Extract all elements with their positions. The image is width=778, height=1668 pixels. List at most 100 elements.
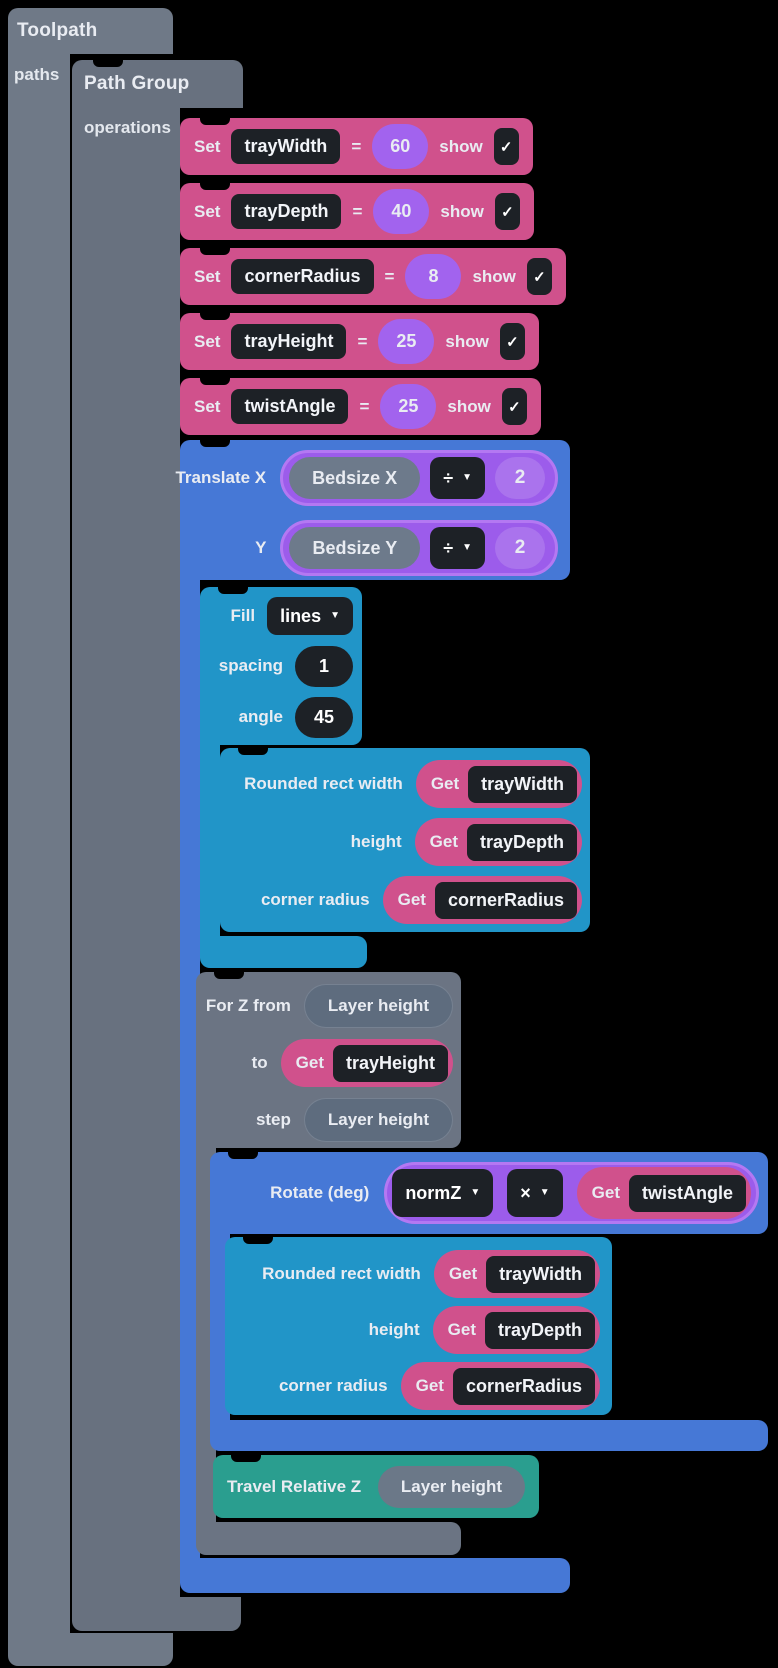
value-field[interactable]: 25: [378, 319, 435, 364]
value-field[interactable]: 60: [372, 124, 429, 169]
show-label: show: [445, 331, 489, 351]
operator-symbol: ÷: [443, 467, 454, 488]
set-block-trayheight[interactable]: Set trayHeight = 25 show ✓: [180, 313, 539, 370]
operator-dropdown[interactable]: ÷ ▼: [430, 527, 485, 569]
layer-height-block[interactable]: Layer height: [303, 984, 453, 1028]
expression-block[interactable]: Bedsize Y ÷ ▼ 2: [280, 520, 558, 576]
show-label: show: [440, 201, 484, 221]
get-variable-block[interactable]: Get trayDepth: [414, 818, 582, 866]
get-variable-block[interactable]: Get trayDepth: [432, 1306, 600, 1354]
show-checkbox[interactable]: ✓: [493, 128, 519, 165]
variable-name-field[interactable]: cornerRadius: [452, 1367, 595, 1405]
for-z-block-header[interactable]: For Z from Layer height to Get trayHeigh…: [196, 972, 461, 1148]
fill-mode-dropdown[interactable]: lines ▼: [267, 597, 353, 635]
toolpath-title: Toolpath: [17, 20, 98, 41]
show-checkbox[interactable]: ✓: [501, 388, 527, 425]
toolpath-paths-label: paths: [14, 65, 60, 84]
variable-name-field[interactable]: trayHeight: [231, 324, 347, 359]
set-keyword: Set: [194, 266, 221, 286]
fill-bottom-arm: [200, 936, 367, 968]
value-field[interactable]: 8: [405, 254, 462, 299]
value-field[interactable]: 2: [495, 527, 545, 569]
translate-bottom-arm: [180, 1558, 570, 1593]
bedsize-y-block[interactable]: Bedsize Y: [289, 527, 421, 569]
show-label: show: [472, 266, 516, 286]
layer-height-block[interactable]: Layer height: [303, 1098, 453, 1142]
travel-relative-z-block[interactable]: Travel Relative Z Layer height: [213, 1455, 539, 1518]
get-variable-block[interactable]: Get trayHeight: [280, 1039, 453, 1087]
operand-value: normZ: [405, 1182, 462, 1203]
bedsize-x-block[interactable]: Bedsize X: [289, 457, 421, 499]
spacing-field[interactable]: 1: [295, 645, 353, 687]
set-block-traywidth[interactable]: Set trayWidth = 60 show ✓: [180, 118, 533, 175]
value-field[interactable]: 2: [495, 457, 545, 499]
spacing-label: spacing: [218, 656, 283, 675]
rounded-rect-block-1[interactable]: Rounded rect width Get trayWidth height …: [220, 748, 590, 932]
get-variable-block[interactable]: Get twistAngle: [576, 1167, 751, 1219]
equals-sign: =: [357, 331, 368, 351]
equals-sign: =: [359, 396, 370, 416]
value-field[interactable]: 25: [380, 384, 437, 429]
connector-notch: [200, 117, 230, 125]
variable-name-field[interactable]: trayHeight: [332, 1044, 448, 1082]
variable-name-field[interactable]: cornerRadius: [434, 881, 577, 919]
equals-sign: =: [352, 201, 363, 221]
corner-radius-label: corner radius: [278, 1376, 388, 1395]
variable-name-field[interactable]: trayWidth: [486, 1255, 595, 1293]
rotate-block-header[interactable]: Rotate (deg) normZ ▼ × ▼ Get twistAngle: [210, 1152, 768, 1234]
set-block-twistangle[interactable]: Set twistAngle = 25 show ✓: [180, 378, 541, 435]
connector-notch: [200, 439, 230, 447]
connector-notch: [200, 182, 230, 190]
expression-block[interactable]: normZ ▼ × ▼ Get twistAngle: [384, 1162, 759, 1224]
show-checkbox[interactable]: ✓: [526, 258, 552, 295]
connector-notch: [200, 247, 230, 255]
width-label: Rounded rect width: [262, 1264, 421, 1283]
show-checkbox[interactable]: ✓: [494, 193, 520, 230]
get-variable-block[interactable]: Get trayWidth: [415, 760, 582, 808]
operand-dropdown[interactable]: normZ ▼: [392, 1169, 494, 1217]
variable-name-field[interactable]: trayDepth: [231, 194, 342, 229]
get-variable-block[interactable]: Get cornerRadius: [400, 1362, 600, 1410]
get-keyword: Get: [430, 774, 460, 793]
toolpath-block-header[interactable]: Toolpath: [8, 8, 173, 54]
connector-notch: [200, 377, 230, 385]
rounded-rect-block-2[interactable]: Rounded rect width Get trayWidth height …: [225, 1237, 612, 1415]
variable-name-field[interactable]: trayDepth: [466, 823, 577, 861]
set-block-traydepth[interactable]: Set trayDepth = 40 show ✓: [180, 183, 534, 240]
equals-sign: =: [384, 266, 395, 286]
set-block-cornerradius[interactable]: Set cornerRadius = 8 show ✓: [180, 248, 566, 305]
variable-name-field[interactable]: trayWidth: [468, 765, 577, 803]
expression-block[interactable]: Bedsize X ÷ ▼ 2: [280, 450, 558, 506]
fill-label: Fill: [230, 606, 256, 625]
for-z-bottom-arm: [196, 1522, 461, 1555]
operator-dropdown[interactable]: × ▼: [507, 1169, 563, 1217]
set-keyword: Set: [194, 331, 221, 351]
connector-notch: [243, 1236, 273, 1244]
variable-name-field[interactable]: trayWidth: [231, 129, 341, 164]
get-keyword: Get: [447, 1320, 476, 1339]
layer-height-block[interactable]: Layer height: [377, 1465, 525, 1508]
dropdown-arrow-icon: ▼: [462, 542, 472, 553]
path-group-bottom-arm: [72, 1597, 241, 1631]
translate-block-header[interactable]: Translate X Bedsize X ÷ ▼ 2 Y Bedsize Y …: [175, 440, 570, 580]
show-checkbox[interactable]: ✓: [499, 323, 525, 360]
operator-dropdown[interactable]: ÷ ▼: [430, 457, 485, 499]
get-keyword: Get: [295, 1053, 324, 1072]
connector-notch: [214, 971, 244, 979]
get-variable-block[interactable]: Get cornerRadius: [382, 876, 582, 924]
angle-field[interactable]: 45: [295, 696, 353, 738]
variable-name-field[interactable]: twistAngle: [231, 389, 349, 424]
variable-name-field[interactable]: cornerRadius: [231, 259, 374, 294]
variable-name-field[interactable]: twistAngle: [628, 1174, 746, 1212]
translate-x-label: Translate X: [175, 468, 267, 487]
get-variable-block[interactable]: Get trayWidth: [433, 1250, 600, 1298]
get-keyword: Get: [415, 1376, 444, 1395]
translate-left-arm: [180, 580, 200, 1558]
fill-block-header[interactable]: Fill lines ▼ spacing 1 angle 45: [200, 587, 362, 745]
height-label: height: [368, 1320, 420, 1339]
value-field[interactable]: 40: [373, 189, 430, 234]
variable-name-field[interactable]: trayDepth: [484, 1311, 595, 1349]
for-z-from-label: For Z from: [205, 996, 291, 1015]
path-group-block-header[interactable]: Path Group: [72, 60, 243, 108]
